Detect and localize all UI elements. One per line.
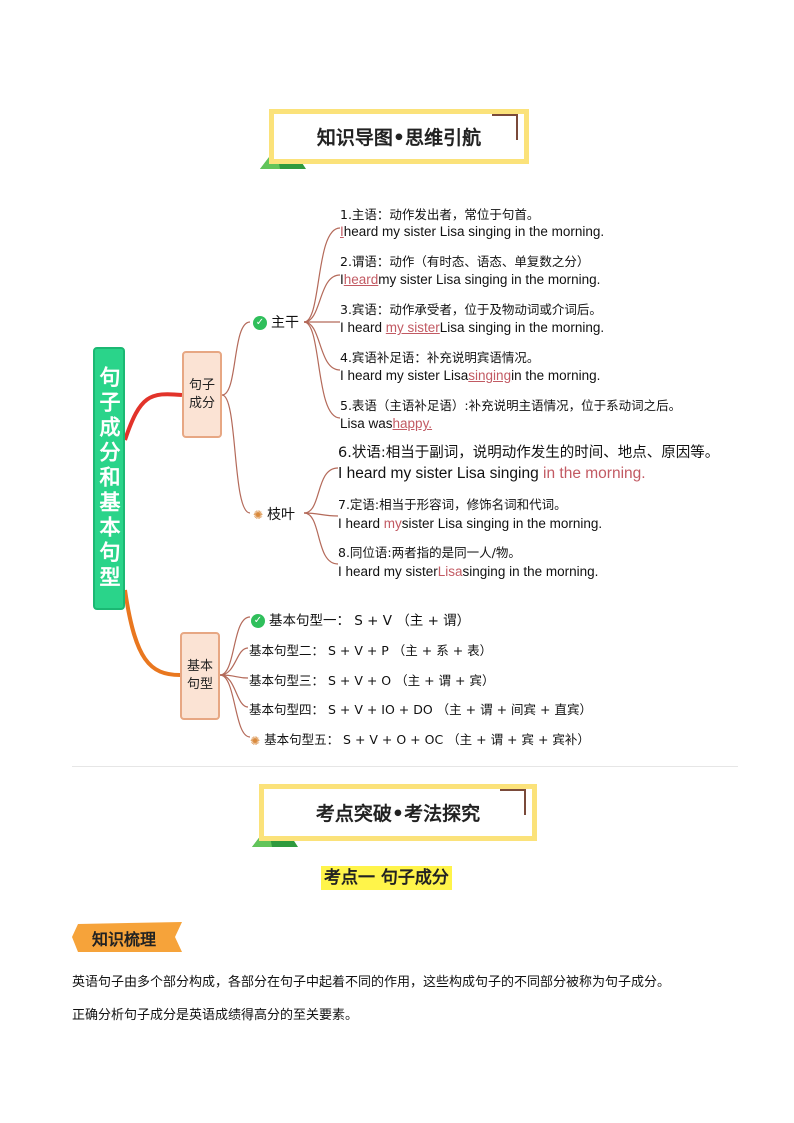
item-appositive: 8.同位语:两者指的是同一人/物。 <box>338 545 521 560</box>
mindmap-connectors <box>123 227 341 738</box>
check-circle-icon: ✓ <box>253 316 267 330</box>
leaves-label: ✺枝叶 <box>253 507 296 523</box>
example-predicative: Lisa washappy. <box>340 416 433 431</box>
example-attribute: I heard mysister Lisa singing in the mor… <box>338 516 603 531</box>
example-predicate: Iheardmy sister Lisa singing in the morn… <box>340 272 601 287</box>
item-adverbial: 6.状语:相当于副词，说明动作发生的时间、地点、原因等。 <box>338 445 720 461</box>
item-object: 3.宾语：动作承受者，位于及物动词或介词后。 <box>340 302 602 317</box>
example-object: I heard my sisterLisa singing in the mor… <box>340 320 605 335</box>
pattern-1: ✓基本句型一： S + V （主 + 谓） <box>251 609 470 629</box>
example-appositive: I heard my sisterLisasinging in the morn… <box>338 564 599 579</box>
check-circle-icon: ✓ <box>251 614 265 628</box>
pattern-5: ✺基本句型五： S + V + O + OC （主 + 谓 + 宾 + 宾补） <box>250 732 590 748</box>
banner-title: 考点突破•考法探究 <box>315 803 481 825</box>
branch-sentence-components: 句子成分 <box>182 351 222 438</box>
pattern-3: 基本句型三： S + V + O （主 + 谓 + 宾） <box>249 673 495 688</box>
lightbulb-icon: ✺ <box>250 733 261 748</box>
paragraph-line-2: 正确分析句子成分是英语成绩得高分的至关要素。 <box>72 1008 359 1023</box>
mindmap-root: 句子成分和基本句型 <box>93 347 125 610</box>
example-object-complement: I heard my sister Lisasingingin the morn… <box>340 368 601 383</box>
main-trunk-label: ✓主干 <box>253 312 299 332</box>
section-divider <box>72 766 738 767</box>
example-adverbial: I heard my sister Lisa singing in the mo… <box>338 465 646 482</box>
lightbulb-icon: ✺ <box>253 508 264 522</box>
item-predicate: 2.谓语：动作（有时态、语态、单复数之分） <box>340 254 590 269</box>
pattern-2: 基本句型二： S + V + P （主 + 系 + 表） <box>249 643 493 658</box>
paragraph-line-1: 英语句子由多个部分构成，各部分在句子中起着不同的作用，这些构成句子的不同部分被称… <box>72 975 671 990</box>
item-attribute: 7.定语:相当于形容词，修饰名词和代词。 <box>338 497 567 512</box>
banner-title: 知识导图•思维引航 <box>316 127 482 149</box>
section-banner-mindmap: 知识导图•思维引航 <box>269 109 529 164</box>
example-subject: Iheard my sister Lisa singing in the mor… <box>340 224 605 239</box>
exam-point-title: 考点一 句子成分 <box>321 866 452 890</box>
branch-basic-patterns: 基本句型 <box>180 632 220 720</box>
item-subject: 1.主语：动作发出者，常位于句首。 <box>340 207 540 222</box>
item-object-complement: 4.宾语补足语：补充说明宾语情况。 <box>340 350 540 365</box>
item-predicative: 5.表语（主语补足语）:补充说明主语情况，位于系动词之后。 <box>340 398 682 413</box>
pattern-4: 基本句型四： S + V + IO + DO （主 + 谓 + 间宾 + 直宾） <box>249 702 592 717</box>
section-tag: 知识梳理 <box>92 930 157 949</box>
section-tag-shape <box>72 922 182 952</box>
section-banner-exam-points: 考点突破•考法探究 <box>259 784 537 841</box>
